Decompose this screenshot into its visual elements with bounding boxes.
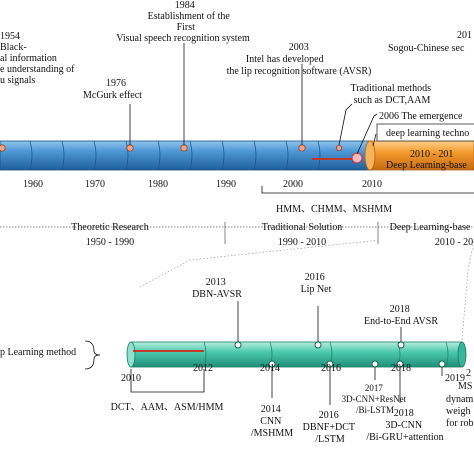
segment-label: Deep Learning-base (386, 160, 467, 171)
event-sogou: Sogou-Chinese sec (388, 43, 465, 54)
phase-years: 2010 - 20 (435, 237, 473, 248)
event-2013: 2013 DBN-AVSR (192, 277, 242, 300)
event-2018-avsr: 2018 End-to-End AVSR (364, 304, 438, 327)
marker-2016-lipnet (314, 341, 322, 349)
top-tick: 2000 (283, 179, 303, 190)
bottom-tick: 2019 (445, 373, 465, 384)
phase-name: Traditional Solution (262, 222, 342, 233)
top-tick: 1980 (148, 179, 168, 190)
marker-1954 (0, 144, 6, 152)
top-timeline: 1960 1970 1980 1990 2000 2010 1954 Black… (0, 0, 474, 215)
phase-bar: Theoretic Research 1950 - 1990 Tradition… (0, 222, 474, 341)
bottom-tick: 2018 (391, 363, 411, 374)
segment-range: 2010 - 201 (410, 149, 453, 160)
marker-2019 (438, 360, 446, 368)
phase-years: 1950 - 1990 (86, 237, 134, 248)
phase-name: Deep Learning-base (390, 222, 471, 233)
bottom-tube (130, 341, 463, 368)
bottom-tube-start (126, 341, 136, 368)
hmm-label: HMM、CHMM、MSHMM (276, 204, 392, 215)
event-1984: 1984 Establishment of the First Visual s… (116, 0, 250, 44)
top-tick: 1960 (23, 179, 43, 190)
event-2006: 2006 The emergence (379, 111, 463, 122)
bottom-tick: 2010 (121, 373, 141, 384)
event-2017: 2017 3D-CNN+ResNet /Bi-LSTM (342, 383, 409, 415)
top-tube-joint (364, 140, 376, 171)
marker-1976 (126, 144, 134, 152)
event-1976: 1976 McGurk effect (83, 78, 142, 101)
bottom-tick: 2012 (193, 363, 213, 374)
marker-2013 (234, 341, 242, 349)
event-201x: 201 (457, 30, 472, 41)
deep-learning-box-label: deep learning techno (386, 128, 469, 139)
marker-2003 (298, 144, 306, 152)
event-2003: 2003 Intel has developed the lip recogni… (227, 42, 372, 77)
event-traditional-methods: Traditional methods such as DCT,AAM (351, 83, 434, 106)
marker-1984 (180, 144, 188, 152)
bottom-timeline: p Learning method (0, 272, 474, 445)
bottom-tick: 2014 (260, 363, 280, 374)
bottom-tube-end (457, 341, 467, 368)
phase-name: Theoretic Research (71, 222, 148, 233)
marker-2017 (371, 360, 379, 368)
side-brace (84, 340, 101, 370)
marker-2018-avsr (397, 341, 405, 349)
traditional-methods-label: DCT、AAM、ASM/HMM (111, 402, 224, 413)
marker-2006 (335, 144, 342, 151)
side-label: p Learning method (0, 347, 76, 358)
phase-years: 1990 - 2010 (278, 237, 326, 248)
top-tick: 2010 (362, 179, 382, 190)
event-2018-gru: 2018 3D-CNN /Bi-GRU+attention (366, 408, 443, 443)
event-2016-lipnet: 2016 Lip Net (301, 272, 332, 295)
event-1954: 1954 Black- al information e understandi… (0, 31, 77, 86)
event-2016-dbnf: 2016 DBNF+DCT /LSTM (303, 410, 358, 445)
bottom-tick: 2016 (321, 363, 341, 374)
event-2014: 2014 CNN /MSHMM (251, 404, 293, 439)
top-tick: 1990 (216, 179, 236, 190)
top-tick: 1970 (85, 179, 105, 190)
marker-2008 (351, 152, 363, 164)
deep-learning-box (376, 123, 474, 142)
hmm-bracket (261, 186, 474, 194)
event-2019: 2 MS dynam weigh for rob (446, 368, 474, 429)
